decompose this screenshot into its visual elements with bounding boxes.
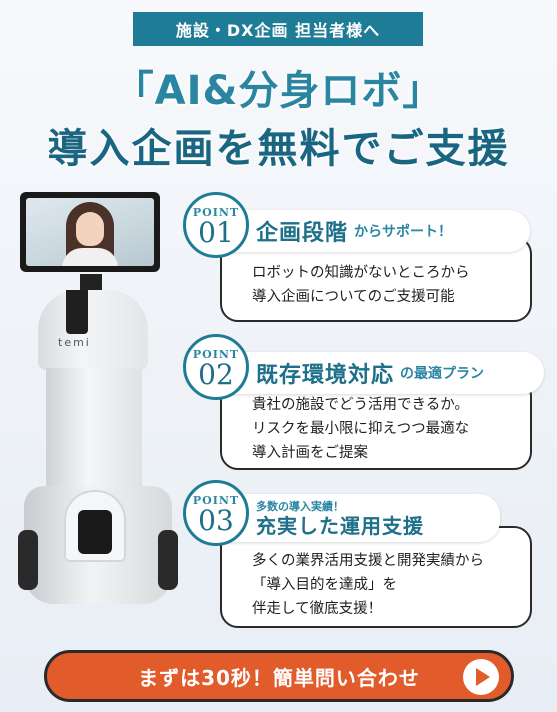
description-line: リスクを最小限に抑えつつ最適な (252, 421, 470, 437)
point-badge-number: 02 (198, 357, 234, 391)
robot-image: temi (18, 190, 178, 610)
description-line: 導入計画をご提案 (252, 445, 368, 461)
point-title-main: 既存環境対応 (256, 363, 395, 388)
robot-body (46, 368, 142, 508)
point-badge-number: 03 (198, 503, 234, 537)
avatar-face (76, 212, 104, 246)
point-title-tag: 多数の導入実績！ (256, 500, 344, 513)
point-badge-label: POINT (192, 493, 240, 507)
robot-wheel-left (18, 530, 38, 590)
description-line: 導入企画についてのご支援可能 (252, 289, 455, 305)
avatar-body (62, 248, 118, 266)
point-01-title: 企画段階 からサポート！ (200, 210, 530, 252)
point-02-title: 既存環境対応 の最適プラン (200, 352, 544, 394)
arrow-right-icon (463, 659, 499, 695)
point-title-sub: からサポート！ (354, 224, 453, 240)
robot-screen (20, 192, 160, 272)
robot-wheel-right (158, 530, 178, 590)
description-line: 貴社の施設でどう活用できるか。 (252, 397, 469, 413)
point-badge-label: POINT (192, 205, 240, 219)
robot-sensor-panel (66, 290, 88, 334)
point-badge-number: 01 (198, 215, 234, 249)
robot-head (38, 290, 148, 370)
description-line: 伴走して徹底支援！ (252, 601, 383, 617)
point-title-main: 企画段階 (256, 221, 349, 246)
description-line: 「導入目的を達成」を (252, 577, 397, 593)
robot-camera-icon (78, 510, 112, 554)
description-line: 多くの業界活用支援と開発実績から (252, 553, 484, 569)
robot-screen-display (26, 198, 154, 266)
robot-brand-logo: temi (58, 336, 91, 349)
point-03-badge: POINT 03 (183, 480, 249, 546)
point-title-main: 充実した運用支援 (256, 514, 424, 538)
headline-line-1: 「AI&分身ロボ」 (113, 68, 444, 114)
contact-cta-button[interactable]: まずは30秒！簡単問い合わせ (44, 650, 514, 702)
headline-line-2: 導入企画を無料でご支援 (47, 126, 510, 172)
point-badge-label: POINT (192, 347, 240, 361)
point-03-title: 多数の導入実績！ 充実した運用支援 (200, 494, 500, 542)
point-02-badge: POINT 02 (183, 334, 249, 400)
robot-neck (80, 274, 102, 294)
description-line: ロボットの知識がないところから (252, 265, 470, 281)
point-03-description: 多くの業界活用支援と開発実績から 「導入目的を達成」を 伴走して徹底支援！ (220, 526, 532, 628)
cta-label: まずは30秒！簡単問い合わせ (138, 665, 420, 690)
point-title-sub: の最適プラン (400, 366, 485, 382)
target-audience-tag: 施設・DX企画 担当者様へ (133, 12, 423, 46)
point-01-badge: POINT 01 (183, 192, 249, 258)
